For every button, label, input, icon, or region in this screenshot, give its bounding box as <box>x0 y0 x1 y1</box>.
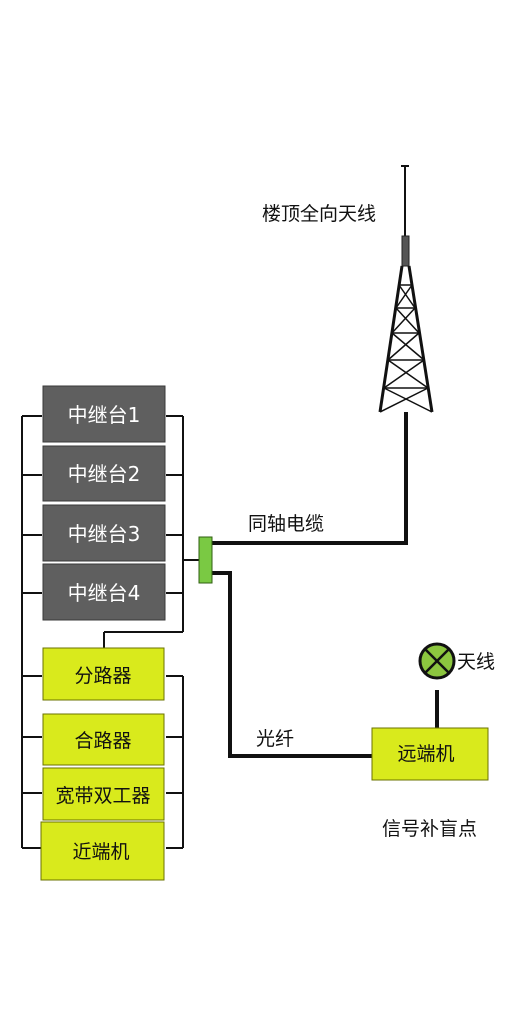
duplexer-label: 宽带双工器 <box>55 785 150 807</box>
tower-icon <box>378 165 434 413</box>
fiber-cable-label: 光纤 <box>256 728 294 750</box>
coax-cable <box>212 412 408 545</box>
remote-unit: 远端机 <box>371 727 489 781</box>
repeater-1: 中继台1 <box>42 385 166 443</box>
combiner-label: 合路器 <box>74 730 131 752</box>
repeater-3: 中继台3 <box>42 504 166 562</box>
repeater-2-label: 中继台2 <box>68 462 141 486</box>
remote-unit-label: 远端机 <box>397 743 454 765</box>
coax-cable-label: 同轴电缆 <box>248 513 324 535</box>
antenna-icon <box>418 642 456 680</box>
repeater-4: 中继台4 <box>42 563 166 621</box>
duplexer-box: 宽带双工器 <box>42 767 165 821</box>
fiber-cable <box>212 571 372 758</box>
tower-label: 楼顶全向天线 <box>262 203 376 225</box>
connector-block <box>198 536 213 584</box>
repeater-3-label: 中继台3 <box>68 522 141 546</box>
antenna-label: 天线 <box>457 651 495 673</box>
near-end-unit-box: 近端机 <box>40 821 165 881</box>
cables <box>212 412 439 758</box>
splitter-label: 分路器 <box>74 665 131 687</box>
repeater-4-label: 中继台4 <box>68 581 141 605</box>
splitter-box: 分路器 <box>42 647 165 701</box>
module-stack: 分路器 合路器 宽带双工器 近端机 <box>40 647 165 881</box>
bracket-wiring <box>21 415 199 849</box>
combiner-box: 合路器 <box>42 713 165 766</box>
repeater-1-label: 中继台1 <box>68 403 141 427</box>
near-end-unit-label: 近端机 <box>72 841 129 863</box>
repeater-2: 中继台2 <box>42 445 166 502</box>
coverage-site-label: 信号补盲点 <box>382 818 477 840</box>
repeater-stack: 中继台1 中继台2 中继台3 中继台4 <box>42 385 166 621</box>
